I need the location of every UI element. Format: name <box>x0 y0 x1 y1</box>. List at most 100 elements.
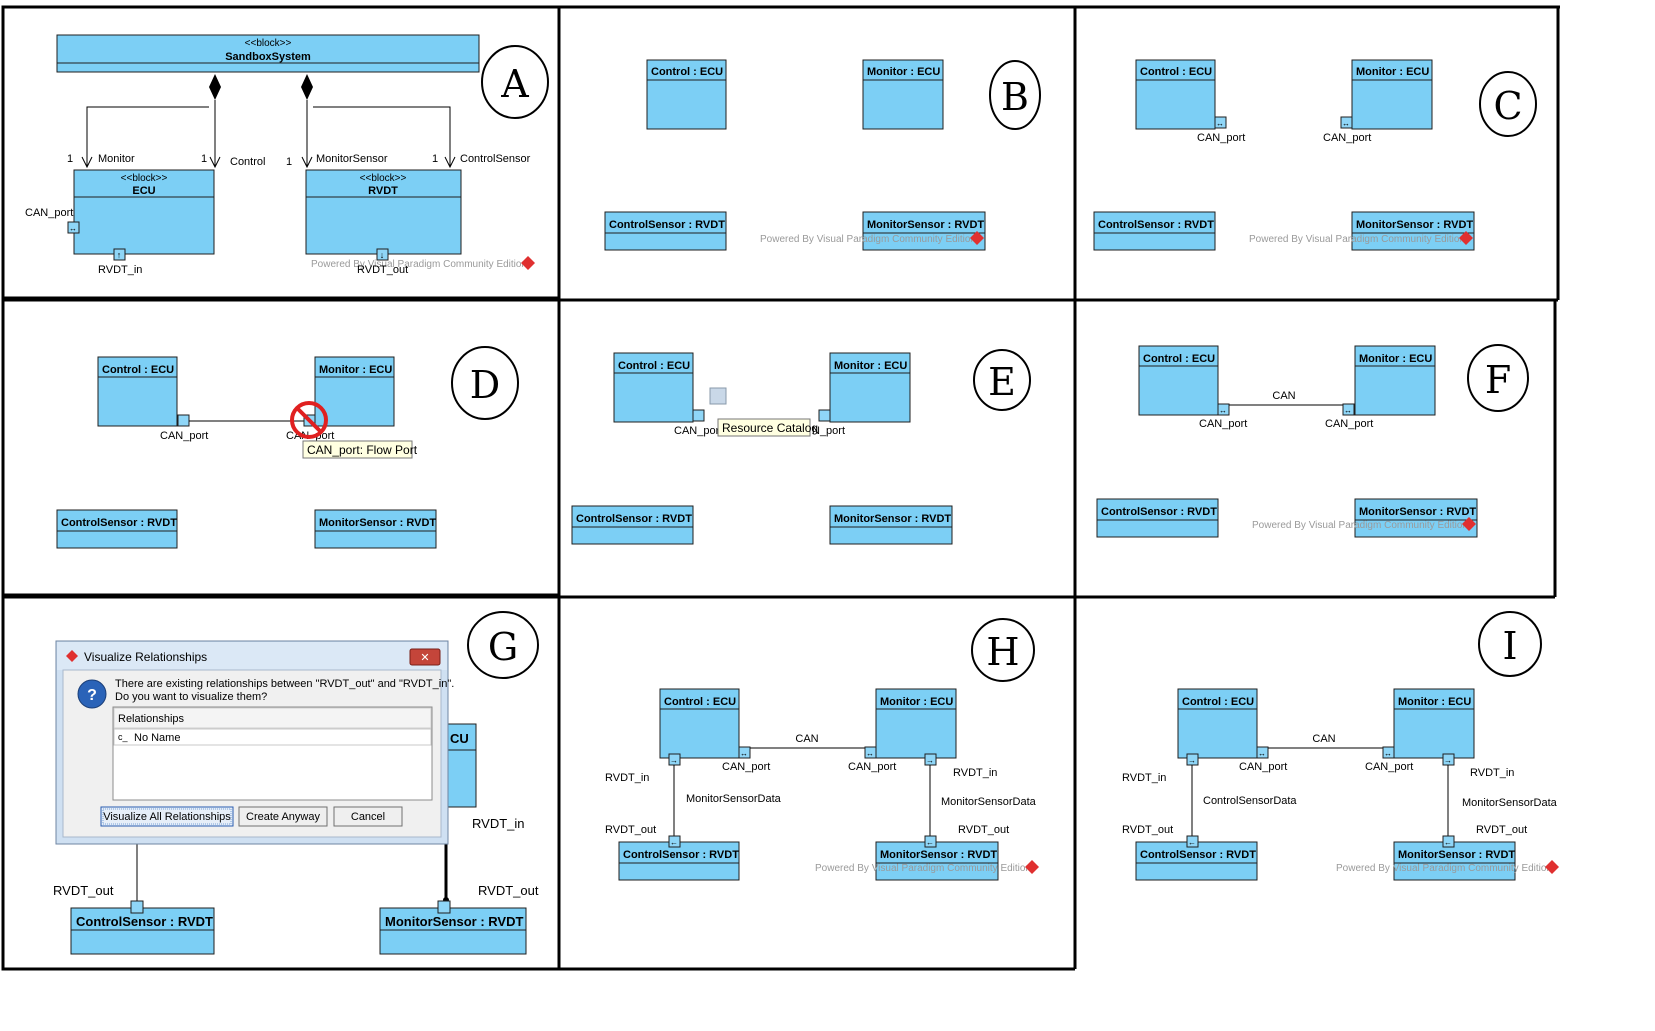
part-control-ecu[interactable] <box>613 352 694 423</box>
rvdt-out-port-icon[interactable] <box>1442 835 1455 848</box>
rvdt-out-port-icon[interactable] <box>437 900 451 914</box>
dialog-message-line-2: Do you want to visualize them? <box>115 691 267 703</box>
can-port-icon[interactable] <box>177 414 190 427</box>
part-monitor-ecu[interactable] <box>862 59 944 130</box>
part-monitor-sensor-rvdt[interactable] <box>379 907 527 955</box>
sandbox-system-block[interactable] <box>56 34 480 73</box>
dialog-title: Visualize Relationships <box>84 650 207 664</box>
resource-catalog-icon[interactable] <box>709 387 727 405</box>
part-name: Control : ECU <box>1140 66 1212 78</box>
ecu-block[interactable] <box>73 169 215 255</box>
rvdt-block-name: RVDT <box>368 185 398 197</box>
multiplicity-label: 1 <box>432 153 438 165</box>
create-anyway-button[interactable] <box>238 806 328 827</box>
can-port-icon[interactable] <box>1342 403 1355 416</box>
arrow-up-icon: ↑ <box>117 250 122 260</box>
part-name: ControlSensor : RVDT <box>1140 849 1256 861</box>
port-label-can: CAN_port <box>722 761 770 773</box>
part-name: Monitor : ECU <box>880 696 953 708</box>
visualize-all-relationships-label: Visualize All Relationships <box>103 811 231 823</box>
part-control-sensor-rvdt[interactable] <box>1093 211 1216 251</box>
rvdt-out-port-icon[interactable] <box>130 900 144 914</box>
cancel-button[interactable] <box>333 806 403 827</box>
tooltip-flow-port <box>302 440 413 459</box>
can-port-icon[interactable] <box>1217 403 1230 416</box>
relationships-list-item[interactable] <box>113 728 432 746</box>
part-monitor-ecu[interactable] <box>314 356 395 427</box>
part-control-ecu[interactable] <box>646 59 727 130</box>
part-name: Control : ECU <box>102 364 174 376</box>
bidirectional-arrow-icon: ↔ <box>740 749 748 758</box>
question-icon <box>77 679 107 709</box>
rvdt-block[interactable] <box>305 169 462 255</box>
can-port-icon[interactable] <box>864 746 877 759</box>
part-monitor-ecu[interactable] <box>1393 688 1475 759</box>
composition-diamond-icon <box>209 74 221 100</box>
part-name: Monitor : ECU <box>1359 353 1432 365</box>
panel-i: Control : ECU ↔ CAN_port → RVDT_in CAN M… <box>1122 688 1559 881</box>
watermark-text: Powered By Visual Paradigm Community Edi… <box>815 863 1031 874</box>
can-port-icon[interactable] <box>1340 116 1353 129</box>
can-port-icon[interactable] <box>738 746 751 759</box>
part-monitor-sensor-rvdt[interactable] <box>862 211 986 251</box>
visual-paradigm-logo-icon <box>1545 860 1559 874</box>
part-control-sensor-rvdt[interactable] <box>1135 841 1258 881</box>
part-name: Control : ECU <box>664 696 736 708</box>
bidirectional-arrow-icon: ↔ <box>1219 406 1227 415</box>
part-name: Control : ECU <box>651 66 723 78</box>
port-label-rvdt-in: RVDT_in <box>1470 767 1514 779</box>
tooltip-text: CAN_port: Flow Port <box>307 443 418 457</box>
part-monitor-sensor-rvdt[interactable] <box>1351 211 1475 251</box>
panel-letter-a: A <box>500 62 529 106</box>
part-monitor-ecu[interactable] <box>1351 59 1433 130</box>
visual-paradigm-logo-icon <box>1459 231 1473 245</box>
part-control-ecu[interactable] <box>1135 59 1216 130</box>
part-name: MonitorSensor : RVDT <box>1398 849 1515 861</box>
part-monitor-sensor-rvdt[interactable] <box>314 509 437 549</box>
part-control-ecu[interactable] <box>1138 345 1219 416</box>
rvdt-out-port-icon[interactable] <box>1186 835 1199 848</box>
part-monitor-ecu[interactable] <box>1354 345 1436 416</box>
multiplicity-label: 1 <box>286 156 292 168</box>
part-name: MonitorSensor : RVDT <box>880 849 997 861</box>
part-control-sensor-rvdt[interactable] <box>618 841 740 881</box>
dialog-app-icon <box>66 650 78 662</box>
part-monitor-sensor-rvdt[interactable] <box>829 505 953 545</box>
rvdt-out-port-icon[interactable] <box>668 835 681 848</box>
part-control-sensor-rvdt[interactable] <box>56 509 178 549</box>
bidirectional-arrow-icon: ↔ <box>1344 406 1352 415</box>
svg-text:?: ? <box>87 687 97 704</box>
stereotype-label: <<block>> <box>360 173 407 184</box>
connector-item-icon: c_ <box>118 732 129 742</box>
part-monitor-sensor-rvdt[interactable] <box>1393 841 1516 881</box>
part-control-ecu[interactable] <box>659 688 740 759</box>
can-port-icon[interactable] <box>692 409 705 422</box>
panel-e: Control : ECU CAN_por Resource Catalog M… <box>571 352 953 545</box>
rvdt-out-port-icon[interactable] <box>924 835 937 848</box>
can-port-icon[interactable] <box>1256 746 1269 759</box>
part-control-sensor-rvdt[interactable] <box>70 907 215 955</box>
can-port-icon[interactable] <box>67 221 80 234</box>
port-label-can: CAN_port <box>1199 418 1247 430</box>
part-monitor-sensor-rvdt[interactable] <box>1354 498 1478 538</box>
part-monitor-ecu[interactable] <box>875 688 957 759</box>
part-monitor-sensor-rvdt[interactable] <box>875 841 999 881</box>
part-control-ecu[interactable] <box>1177 688 1258 759</box>
can-port-icon[interactable] <box>818 409 831 422</box>
dialog-close-button[interactable] <box>409 648 441 666</box>
part-control-sensor-rvdt[interactable] <box>1096 498 1219 538</box>
part-monitor-ecu[interactable] <box>829 352 911 423</box>
part-control-sensor-rvdt[interactable] <box>604 211 727 251</box>
part-control-sensor-rvdt[interactable] <box>571 505 694 545</box>
can-port-icon[interactable] <box>1382 746 1395 759</box>
part-name: MonitorSensor : RVDT <box>1359 506 1476 518</box>
part-control-ecu[interactable] <box>97 356 178 427</box>
port-label-rvdt-in: RVDT_in <box>953 767 997 779</box>
rvdt-in-port-icon[interactable] <box>113 248 126 261</box>
visualize-all-relationships-button[interactable] <box>100 806 234 827</box>
port-label-rvdt-out: RVDT_out <box>1476 824 1527 836</box>
can-port-icon[interactable] <box>1214 116 1227 129</box>
arrow-right-icon: → <box>670 756 678 765</box>
role-monitor-sensor: MonitorSensor <box>316 153 388 165</box>
rvdt-out-port-icon[interactable] <box>376 248 389 261</box>
